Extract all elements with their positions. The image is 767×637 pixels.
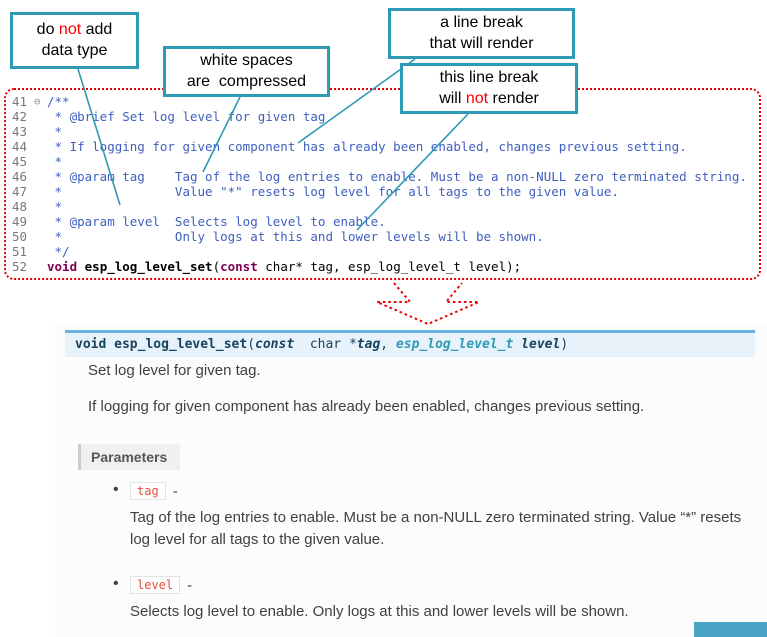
callout-text: do not add [36,20,113,38]
param-item: tag- Tag of the log entries to enable. Mu… [113,480,752,551]
code-line[interactable]: 44 * If logging for given component has … [12,139,759,154]
emphasis-not: not [58,20,82,38]
param-description: Tag of the log entries to enable. Must b… [130,509,742,548]
param-item: level- Selects log level to enable. Only … [113,574,752,623]
fold-spacer [34,244,47,259]
callout-text: that will render [429,34,534,52]
fold-collapse-icon[interactable]: ⊖ [34,95,41,108]
fold-spacer [34,109,47,124]
code-text: /** [47,94,70,109]
line-number[interactable]: 44 [12,139,28,154]
param-dash: - [187,576,193,594]
code-text: * [47,124,63,139]
function-signature[interactable]: void esp_log_level_set(const char *tag, … [65,330,755,357]
callout-text: a line break [440,13,523,31]
signature-text: void esp_log_level_set(const char *tag, … [75,337,569,352]
code-text: * @brief Set log level for given tag [47,109,326,124]
line-number[interactable]: 43 [12,124,28,139]
callout-text: will not render [439,89,539,107]
code-line[interactable]: 52 void esp_log_level_set(const char* tag… [12,259,759,274]
code-text: void esp_log_level_set(const char* tag, … [47,259,522,274]
code-line[interactable]: 45 * [12,154,759,169]
line-number[interactable]: 51 [12,244,28,259]
line-number[interactable]: 52 [12,259,28,274]
fold-spacer [34,124,47,139]
line-number[interactable]: 46 [12,169,28,184]
code-text: * @param level Selects log level to enab… [47,214,386,229]
callout-break-no-render: this line break will not render [400,63,578,114]
fold-spacer [34,214,47,229]
line-number[interactable]: 45 [12,154,28,169]
line-number[interactable]: 41 [12,94,28,109]
fold-spacer [34,229,47,244]
code-text: * Value "*" resets log level for all tag… [47,184,619,199]
code-line[interactable]: 43 * [12,124,759,139]
fold-spacer [34,154,47,169]
line-number[interactable]: 49 [12,214,28,229]
param-name-code: level [130,576,181,594]
code-line[interactable]: 49 * @param level Selects log level to e… [12,214,759,229]
code-text: * Only logs at this and lower levels wil… [47,229,544,244]
fold-spacer [34,139,47,154]
code-text: * If logging for given component has alr… [47,139,687,154]
emphasis-not: not [465,89,489,107]
line-number[interactable]: 48 [12,199,28,214]
fold-spacer [34,169,47,184]
code-text: */ [47,244,70,259]
code-editor[interactable]: 41⊖/**42 * @brief Set log level for give… [4,88,761,280]
code-text: * @param tag Tag of the log entries to e… [47,169,747,184]
code-line[interactable]: 50 * Only logs at this and lower levels … [12,229,759,244]
line-number[interactable]: 47 [12,184,28,199]
callout-whitespace: white spaces are compressed [163,46,330,97]
code-lines: 41⊖/**42 * @brief Set log level for give… [12,94,759,274]
code-line[interactable]: 51 */ [12,244,759,259]
code-line[interactable]: 42 * @brief Set log level for given tag [12,109,759,124]
fold-spacer [34,184,47,199]
param-description: Selects log level to enable. Only logs a… [130,603,629,620]
description-text: If logging for given component has alrea… [88,398,645,415]
code-line[interactable]: 47 * Value "*" resets log level for all … [12,184,759,199]
next-section-partial [694,622,767,637]
code-line[interactable]: 46 * @param tag Tag of the log entries t… [12,169,759,184]
callout-break-render: a line break that will render [388,8,575,59]
line-number[interactable]: 50 [12,229,28,244]
callout-text: this line break [439,68,539,86]
docs-panel: void esp_log_level_set(const char *tag, … [55,322,767,637]
parameters-label: Parameters [78,444,181,470]
line-number[interactable]: 42 [12,109,28,124]
fold-spacer [34,259,47,274]
fold-spacer [34,199,47,214]
code-line[interactable]: 41 ⊖ /** [12,94,759,109]
flow-arrow [376,282,480,326]
params-list: tag-Tag of the log entries to enable. Mu… [113,480,752,637]
callout-text: white spaces [200,51,293,69]
callout-text: are compressed [186,72,307,90]
param-name-code: tag [130,482,166,500]
code-text: * [47,199,63,214]
brief-text: Set log level for given tag. [88,362,261,379]
code-text: * [47,154,63,169]
code-line[interactable]: 48 * [12,199,759,214]
param-dash: - [172,482,178,500]
callout-no-datatype: do not add data type [10,12,139,69]
callout-text: data type [41,41,108,59]
